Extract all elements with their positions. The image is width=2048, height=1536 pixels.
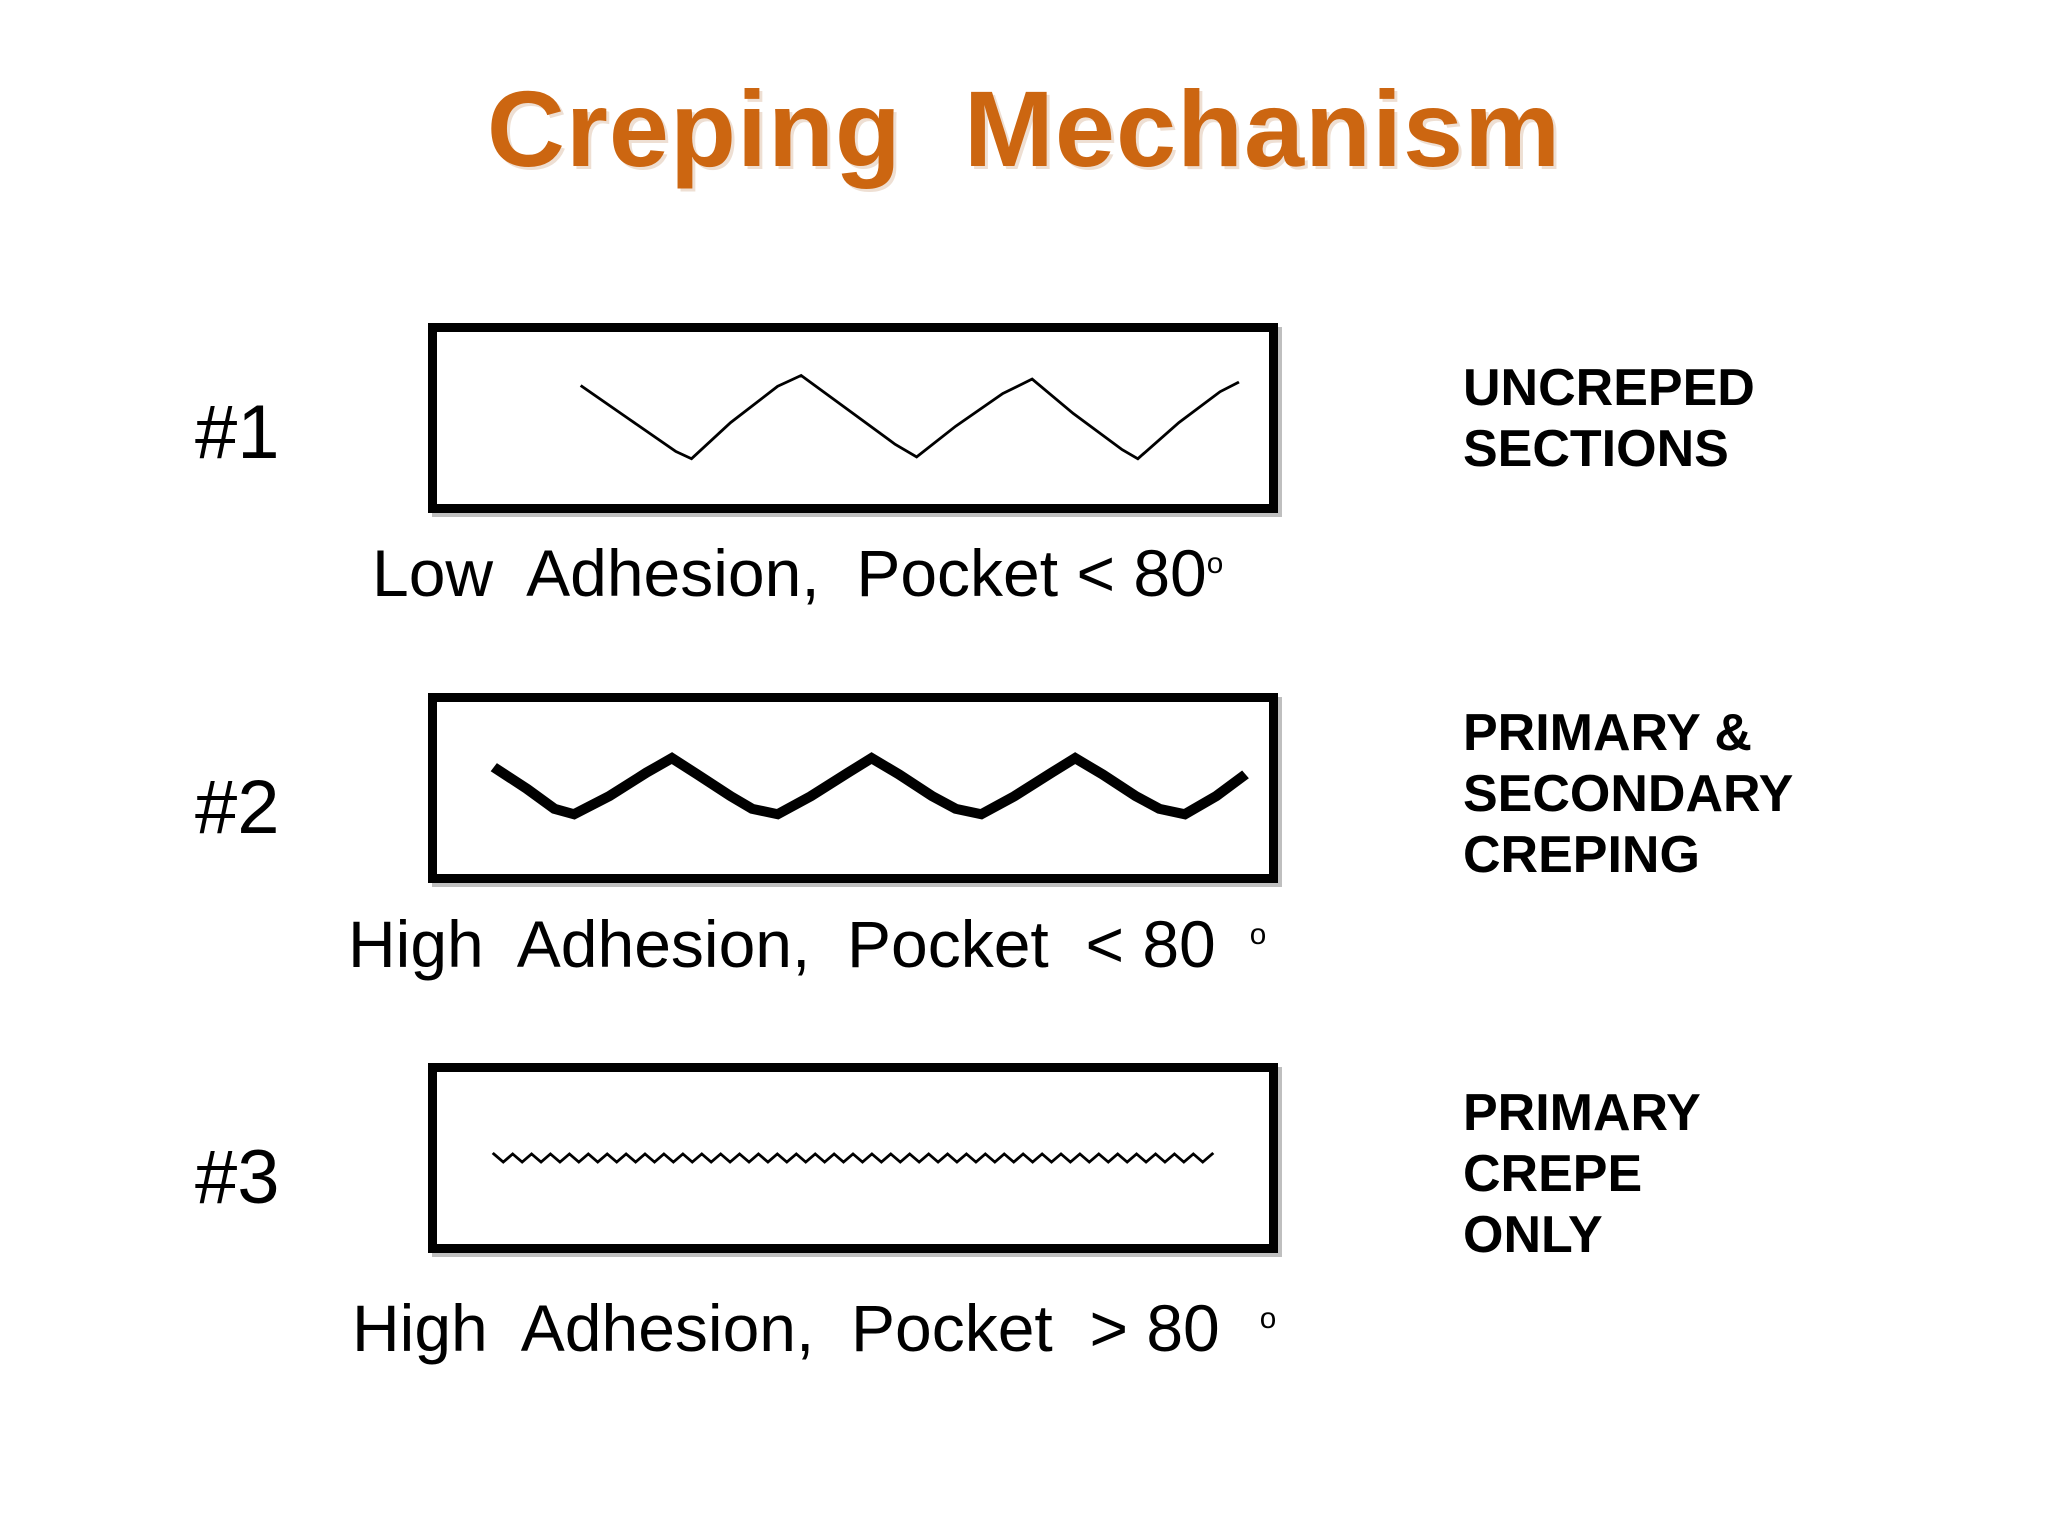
waveform-coarse-sparse-zigzag-icon: [579, 373, 1240, 461]
page-title: Creping Mechanism: [486, 68, 1562, 189]
degree-symbol-1: o: [1206, 547, 1224, 580]
case-caption-text-1: Low Adhesion, Pocket < 80: [372, 536, 1207, 610]
case-side-note-1: UNCREPED SECTIONS: [1463, 359, 1755, 478]
sheet-diagram-box-2: [428, 693, 1278, 883]
case-side-note-3: PRIMARY CREPE ONLY: [1463, 1084, 1701, 1264]
waveform-fine-dense-zigzag-icon: [491, 1152, 1215, 1164]
case-index-label-1: #1: [195, 390, 280, 475]
sheet-diagram-box-3: [428, 1063, 1278, 1253]
case-index-label-3: #3: [195, 1135, 280, 1220]
sheet-diagram-box-1: [428, 323, 1278, 513]
case-caption-1: Low Adhesion, Pocket < 80o: [372, 540, 1223, 606]
case-index-label-2: #2: [195, 765, 280, 850]
degree-symbol-3: o: [1259, 1302, 1277, 1335]
waveform-thick-medium-zigzag-icon: [490, 752, 1249, 820]
case-caption-text-2: High Adhesion, Pocket < 80: [348, 907, 1216, 981]
case-caption-text-3: High Adhesion, Pocket > 80: [352, 1291, 1220, 1365]
degree-symbol-2: o: [1249, 918, 1267, 951]
creping-case-row-1: #1 Low Adhesion, Pocket < 80o UNCREPED S…: [0, 300, 2048, 606]
case-side-note-2: PRIMARY & SECONDARY CREPING: [1463, 704, 1794, 884]
